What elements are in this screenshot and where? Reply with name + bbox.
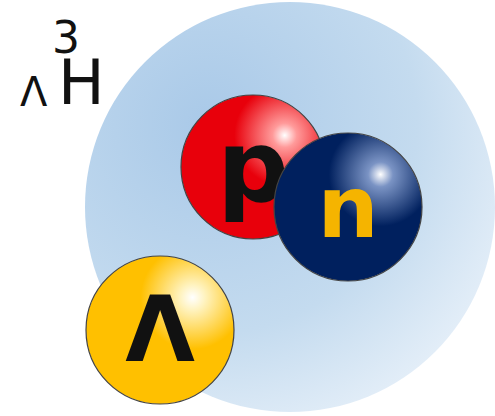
- particle-symbol: Λ: [125, 285, 195, 375]
- element-symbol: H: [58, 52, 105, 114]
- hyperon-subscript: Λ: [20, 72, 47, 112]
- lambda-circle: Λ: [85, 255, 235, 405]
- particle-symbol: n: [317, 164, 378, 250]
- neutron-circle: n: [273, 132, 423, 282]
